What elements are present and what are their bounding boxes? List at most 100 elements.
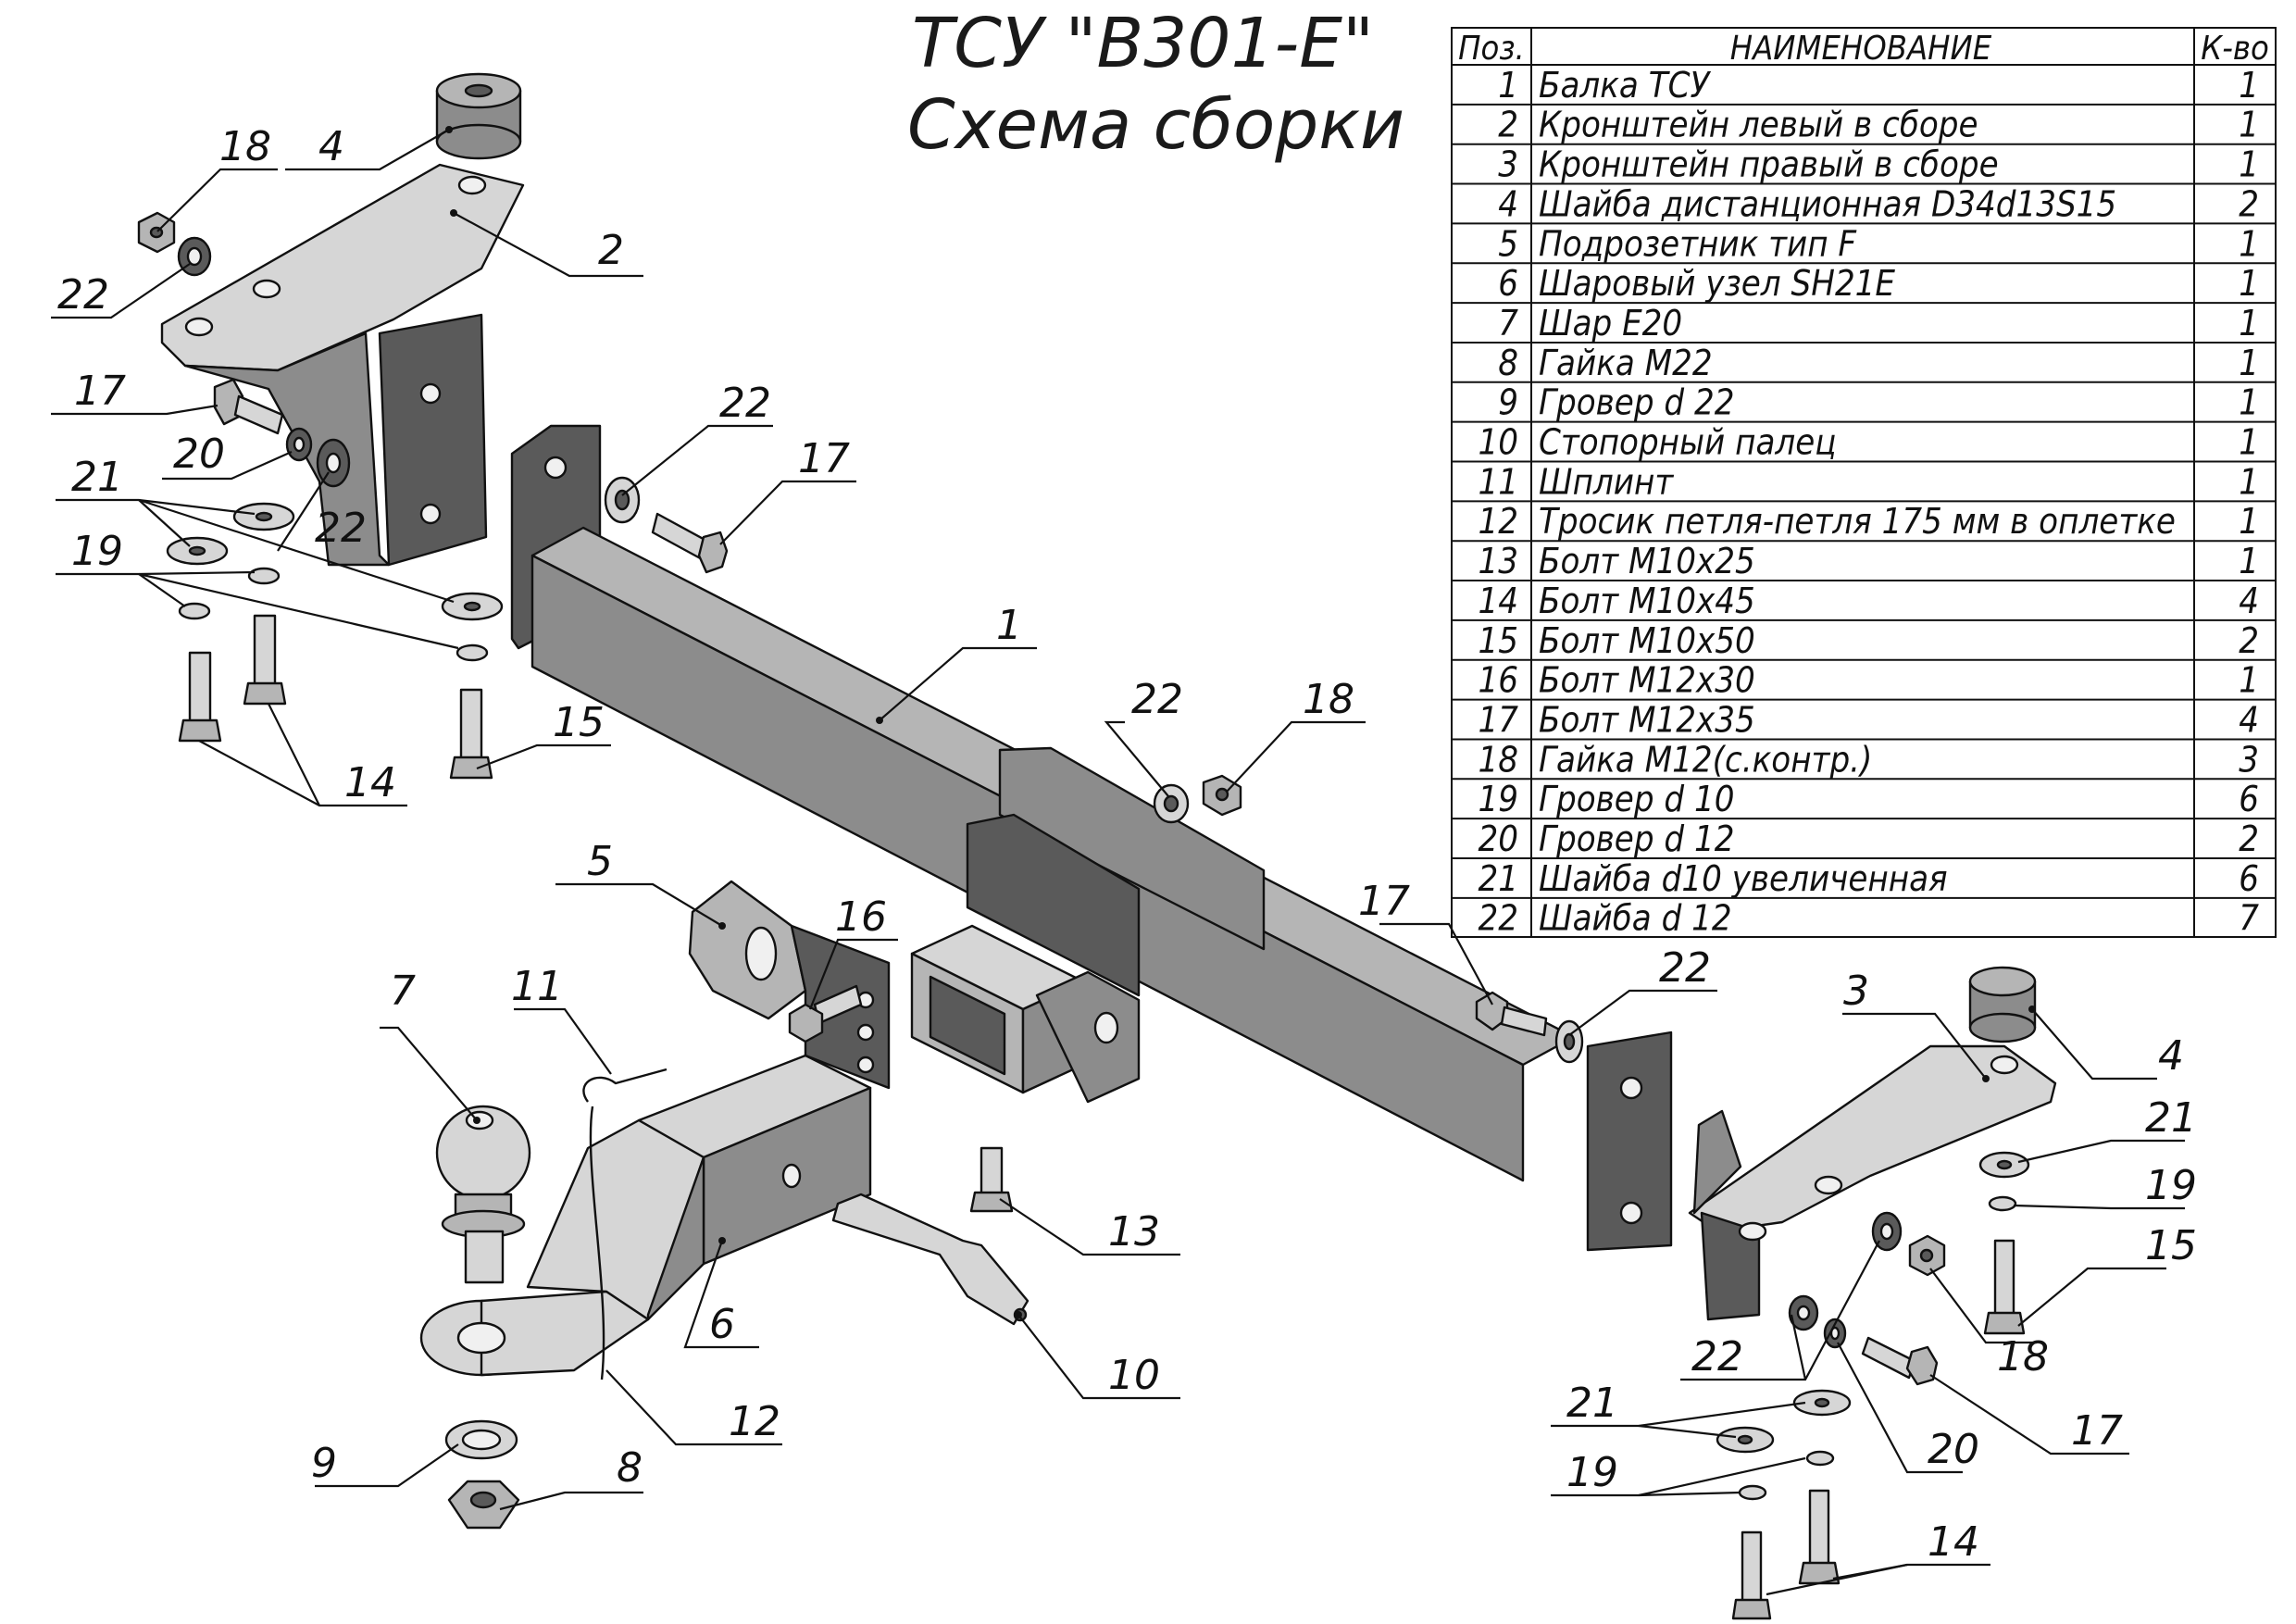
ball-mount-neck-side xyxy=(646,1156,705,1321)
table-cell-name: Гровер d 10 xyxy=(1539,779,1734,819)
callout-7: 7 xyxy=(390,968,416,1015)
right-bracket xyxy=(1688,1044,2057,1321)
right-bracket-side-plate xyxy=(1700,1211,1761,1321)
bolt-head xyxy=(178,718,222,743)
table-cell-name: Гайка М22 xyxy=(1539,343,1713,383)
washer-hole xyxy=(255,511,273,522)
table-cell-qty: 6 xyxy=(2239,779,2259,819)
table-cell-pos: 13 xyxy=(1479,541,1519,581)
ball-mount-tongue-body xyxy=(480,1290,650,1377)
table-cell-name: Кронштейн левый в сборе xyxy=(1539,105,1978,145)
table-cell-pos: 22 xyxy=(1479,898,1519,939)
socket-plate xyxy=(688,880,891,1090)
table-cell-name: Шплинт xyxy=(1539,461,1674,502)
bolt-shank xyxy=(1993,1239,2015,1317)
callout-4: 4 xyxy=(2158,1032,2184,1080)
callout-21: 21 xyxy=(1566,1380,1618,1427)
washer-hole xyxy=(293,436,306,453)
locking-pin-body xyxy=(831,1193,1029,1326)
washer-hole xyxy=(461,1429,502,1451)
washer-hole xyxy=(1163,794,1179,813)
table-row: 5 Подрозетник тип F 1 xyxy=(1452,223,2276,265)
callout-2: 2 xyxy=(598,227,624,274)
tow-ball xyxy=(435,1105,531,1284)
table-cell-qty: 1 xyxy=(2239,223,2259,264)
bolt-shank xyxy=(1741,1530,1763,1604)
callout-22: 22 xyxy=(57,271,109,319)
title-line-1: ТСУ "B301-E" xyxy=(912,4,1374,83)
receiver-opening xyxy=(929,975,1006,1076)
table-cell-pos: 12 xyxy=(1479,501,1519,542)
table-cell-pos: 3 xyxy=(1498,144,1518,185)
table-cell-qty: 1 xyxy=(2239,660,2259,701)
table-cell-pos: 18 xyxy=(1479,739,1519,780)
table-cell-pos: 11 xyxy=(1479,461,1519,502)
ball-mount xyxy=(419,1054,872,1377)
washer-hole xyxy=(325,452,342,474)
table-cell-qty: 1 xyxy=(2239,382,2259,423)
spacer-top xyxy=(1968,966,2037,997)
table-cell-qty: 1 xyxy=(2239,144,2259,185)
callout-13: 13 xyxy=(1108,1208,1160,1255)
callout-10: 10 xyxy=(1108,1352,1160,1399)
table-cell-qty: 1 xyxy=(2239,343,2259,383)
washer-hole xyxy=(463,601,481,612)
nut-washer-mid xyxy=(1153,774,1242,824)
beam-plate-hole xyxy=(1619,1201,1643,1225)
bolt-shank xyxy=(980,1146,1004,1196)
table-cell-name: Тросик петля-петля 175 мм в оплетке xyxy=(1539,501,2176,542)
bolt-shank xyxy=(459,688,483,761)
callout-20: 20 xyxy=(173,431,225,478)
leader-dots xyxy=(445,126,2036,1318)
table-cell-pos: 1 xyxy=(1498,65,1518,106)
bracket-slot xyxy=(1990,1055,2019,1075)
table-cell-pos: 21 xyxy=(1479,858,1519,899)
table-cell-name: Шайба d 12 xyxy=(1539,898,1732,939)
table-cell-name: Подрозетник тип F xyxy=(1539,223,1857,264)
table-cell-pos: 5 xyxy=(1498,223,1518,264)
table-cell-qty: 2 xyxy=(2239,620,2259,661)
callout-17: 17 xyxy=(74,368,126,415)
bolt-head xyxy=(788,1003,824,1043)
callout-16: 16 xyxy=(835,893,887,941)
bracket-slot xyxy=(184,317,214,337)
bolt-head xyxy=(449,756,493,780)
bracket-slot xyxy=(1738,1221,1767,1242)
washer-hole xyxy=(1563,1032,1576,1051)
nut-hole xyxy=(469,1491,497,1509)
callout-17: 17 xyxy=(798,435,850,482)
table-cell-name: Стопорный палец xyxy=(1539,422,1837,463)
bolt-head xyxy=(969,1191,1014,1213)
bolt-head xyxy=(1798,1561,1841,1585)
callout-22: 22 xyxy=(1659,944,1711,992)
bolt-head xyxy=(243,681,287,706)
leader-lines xyxy=(51,129,2185,1596)
table-cell-qty: 1 xyxy=(2239,65,2259,106)
callout-18: 18 xyxy=(1303,676,1354,723)
receiver-pin-hole xyxy=(1093,1011,1119,1044)
spacer-bottom xyxy=(435,123,522,160)
lock-washer xyxy=(247,567,281,585)
callout-17: 17 xyxy=(1358,878,1410,925)
left-bracket-side-plate xyxy=(378,313,488,567)
table-cell-name: Болт М10х45 xyxy=(1539,581,1755,621)
cotter-pin-and-cable xyxy=(582,1068,668,1380)
washer-hole xyxy=(1879,1222,1894,1241)
callout-19: 19 xyxy=(1566,1449,1618,1496)
table-cell-pos: 4 xyxy=(1498,183,1518,224)
table-cell-pos: 9 xyxy=(1498,382,1518,423)
ball-stud xyxy=(464,1230,505,1284)
table-cell-name: Гровер d 22 xyxy=(1539,382,1734,423)
table-cell-name: Балка ТСУ xyxy=(1539,65,1711,106)
